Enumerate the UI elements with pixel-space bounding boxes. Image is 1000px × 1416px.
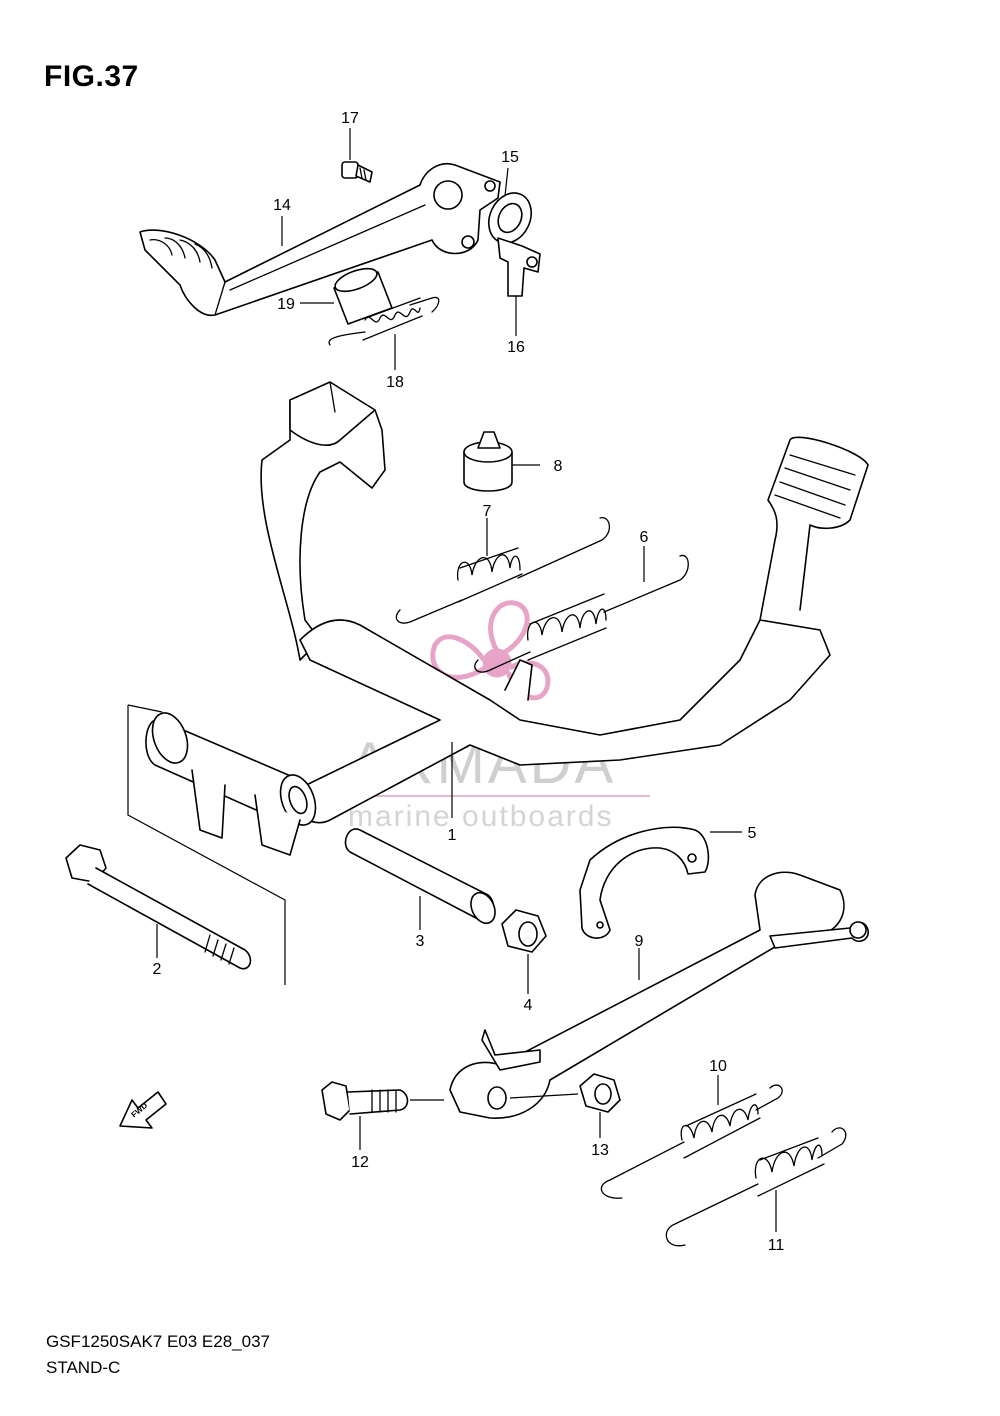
watermark-tagline: marine outboards	[348, 800, 613, 833]
part-label-19: 19	[277, 296, 295, 313]
part-7-spring	[395, 517, 610, 624]
part-18-spring	[328, 296, 440, 346]
part-label-13: 13	[591, 1142, 609, 1159]
part-10-spring	[600, 1084, 783, 1199]
part-label-11: 11	[768, 1237, 785, 1254]
part-19-spacer	[333, 267, 393, 325]
part-label-18: 18	[386, 374, 404, 391]
part-label-7: 7	[483, 503, 492, 520]
part-14-pedal-lever	[139, 163, 501, 316]
part-11-spring	[665, 1127, 847, 1247]
part-label-17: 17	[341, 110, 359, 127]
figure-code: GSF1250SAK7 E03 E28_037	[46, 1332, 270, 1351]
part-1-center-stand	[145, 381, 869, 856]
part-label-8: 8	[554, 458, 563, 475]
part-label-15: 15	[501, 149, 519, 166]
part-16-clip	[497, 237, 541, 297]
leader-lines	[156, 128, 777, 1232]
part-label-12: 12	[351, 1154, 369, 1171]
part-label-9: 9	[635, 933, 644, 950]
part-3-pipe	[344, 828, 496, 925]
part-8-stopper	[463, 431, 513, 492]
part-label-14: 14	[273, 197, 291, 214]
part-5-bracket	[579, 826, 710, 939]
part-label-6: 6	[640, 529, 649, 546]
part-label-2: 2	[153, 961, 162, 978]
part-12-bolt	[321, 1081, 409, 1121]
part-2-bolt	[65, 844, 252, 970]
fwd-arrow-icon: FWD	[119, 1091, 167, 1129]
part-label-5: 5	[748, 825, 757, 842]
part-9-side-stand	[449, 871, 869, 1119]
part-6-spring	[474, 554, 689, 673]
part-label-10: 10	[709, 1058, 727, 1075]
part-label-1: 1	[448, 827, 457, 844]
part-label-16: 16	[507, 339, 525, 356]
part-4-nut	[501, 909, 547, 953]
part-label-3: 3	[416, 933, 425, 950]
part-13-nut	[579, 1073, 621, 1113]
part-label-4: 4	[524, 997, 533, 1014]
part-17-screw	[341, 161, 373, 183]
section-name: STAND-C	[46, 1358, 121, 1377]
figure-title: FIG.37	[44, 60, 139, 93]
part-labels: 1 2 3 4 5 6 7 8 9 10 11 12 13 14 15 16 1…	[153, 110, 785, 1254]
assembly-outline	[127, 704, 286, 985]
